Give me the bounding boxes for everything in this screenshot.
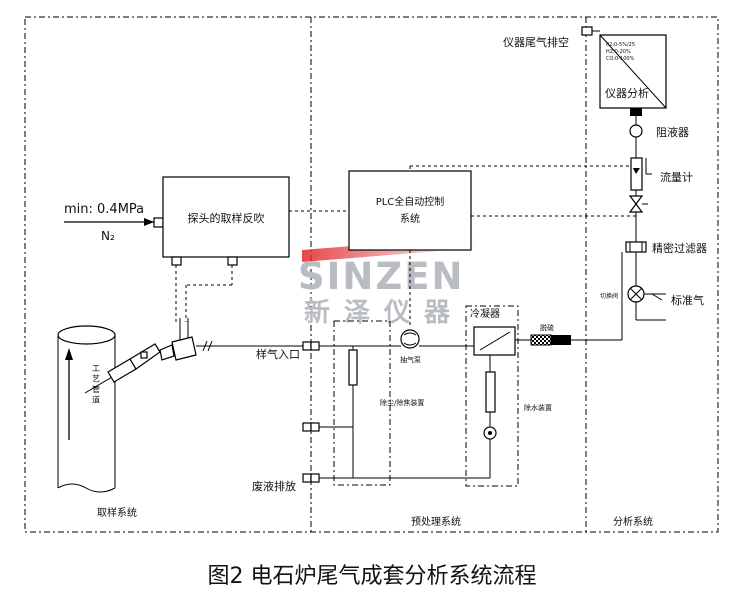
analyzer-readout-2: H2:0-20%: [606, 49, 631, 55]
switch-valve-label: 切换阀: [600, 292, 618, 300]
section-sampling: 取样系统: [97, 506, 137, 519]
precision-filter-label: 精密过滤器: [652, 241, 707, 255]
dust-removal-label: 除尘/除焦装置: [380, 398, 424, 407]
precision-filter: [625, 241, 647, 253]
flowmeter: [630, 157, 643, 191]
flowmeter-label: 流量计: [660, 170, 693, 184]
figure-caption: 图2 电石炉尾气成套分析系统流程: [208, 564, 537, 589]
drain-label: 废液排放: [252, 479, 296, 493]
condenser-label: 冷凝器: [470, 307, 500, 320]
standard-gas-label: 标准气: [671, 293, 704, 307]
plc-controller: PLC全自动控制 系统: [348, 165, 636, 328]
watermark-cn: 新泽仪器: [304, 297, 464, 328]
sample-inlet-label: 样气入口: [256, 347, 300, 361]
analyzer-label: 仪器分析: [605, 86, 649, 100]
analysis-column: 切换阀 标准气 精密过滤器 流量计 阻液器 02:0-5%/25: [503, 26, 707, 321]
section-analysis: 分析系统: [613, 515, 653, 528]
analyzer-readout-3: CO:0-100%: [606, 56, 635, 62]
water-removal-label: 除水装置: [524, 403, 552, 412]
exhaust-vent-label: 仪器尾气排空: [503, 35, 569, 49]
analyzer-inlet: [630, 108, 642, 116]
pump-label: 抽气泵: [400, 355, 421, 364]
probe-blowback-label: 探头的取样反吹: [188, 211, 265, 225]
sampling-probe: [84, 318, 303, 394]
sample-gas-line: 样气入口 抽气泵: [256, 252, 623, 364]
pipeline-label: 工 艺 管 道: [92, 364, 101, 405]
section-frames: [24, 16, 719, 533]
process-pipeline: 工 艺 管 道: [57, 325, 116, 493]
watermark-brand: SINZEN: [298, 255, 464, 298]
nitrogen-label: N₂: [101, 229, 115, 243]
nitrogen-supply: min: 0.4MPa N₂: [64, 202, 164, 243]
analyzer-readout-1: 02:0-5%/25: [606, 42, 635, 48]
desulfurizer-label: 脱硫: [540, 323, 554, 332]
probe-blowback-unit: 探头的取样反吹: [162, 176, 350, 322]
water-trap: [485, 371, 496, 413]
pressure-label: min: 0.4MPa: [64, 202, 144, 217]
plc-label-line2: 系统: [400, 212, 420, 225]
section-pretreatment: 预处理系统: [411, 515, 461, 528]
dust-removal-unit: 除尘/除焦装置 废液排放: [252, 320, 490, 493]
liquid-blocker-icon: [629, 124, 643, 138]
condenser-unit: 冷凝器 除水装置: [465, 305, 552, 487]
desulfurizer-unit: 脱硫: [530, 323, 571, 346]
plc-label-line1: PLC全自动控制: [376, 195, 445, 208]
liquid-blocker-label: 阻液器: [656, 125, 689, 139]
